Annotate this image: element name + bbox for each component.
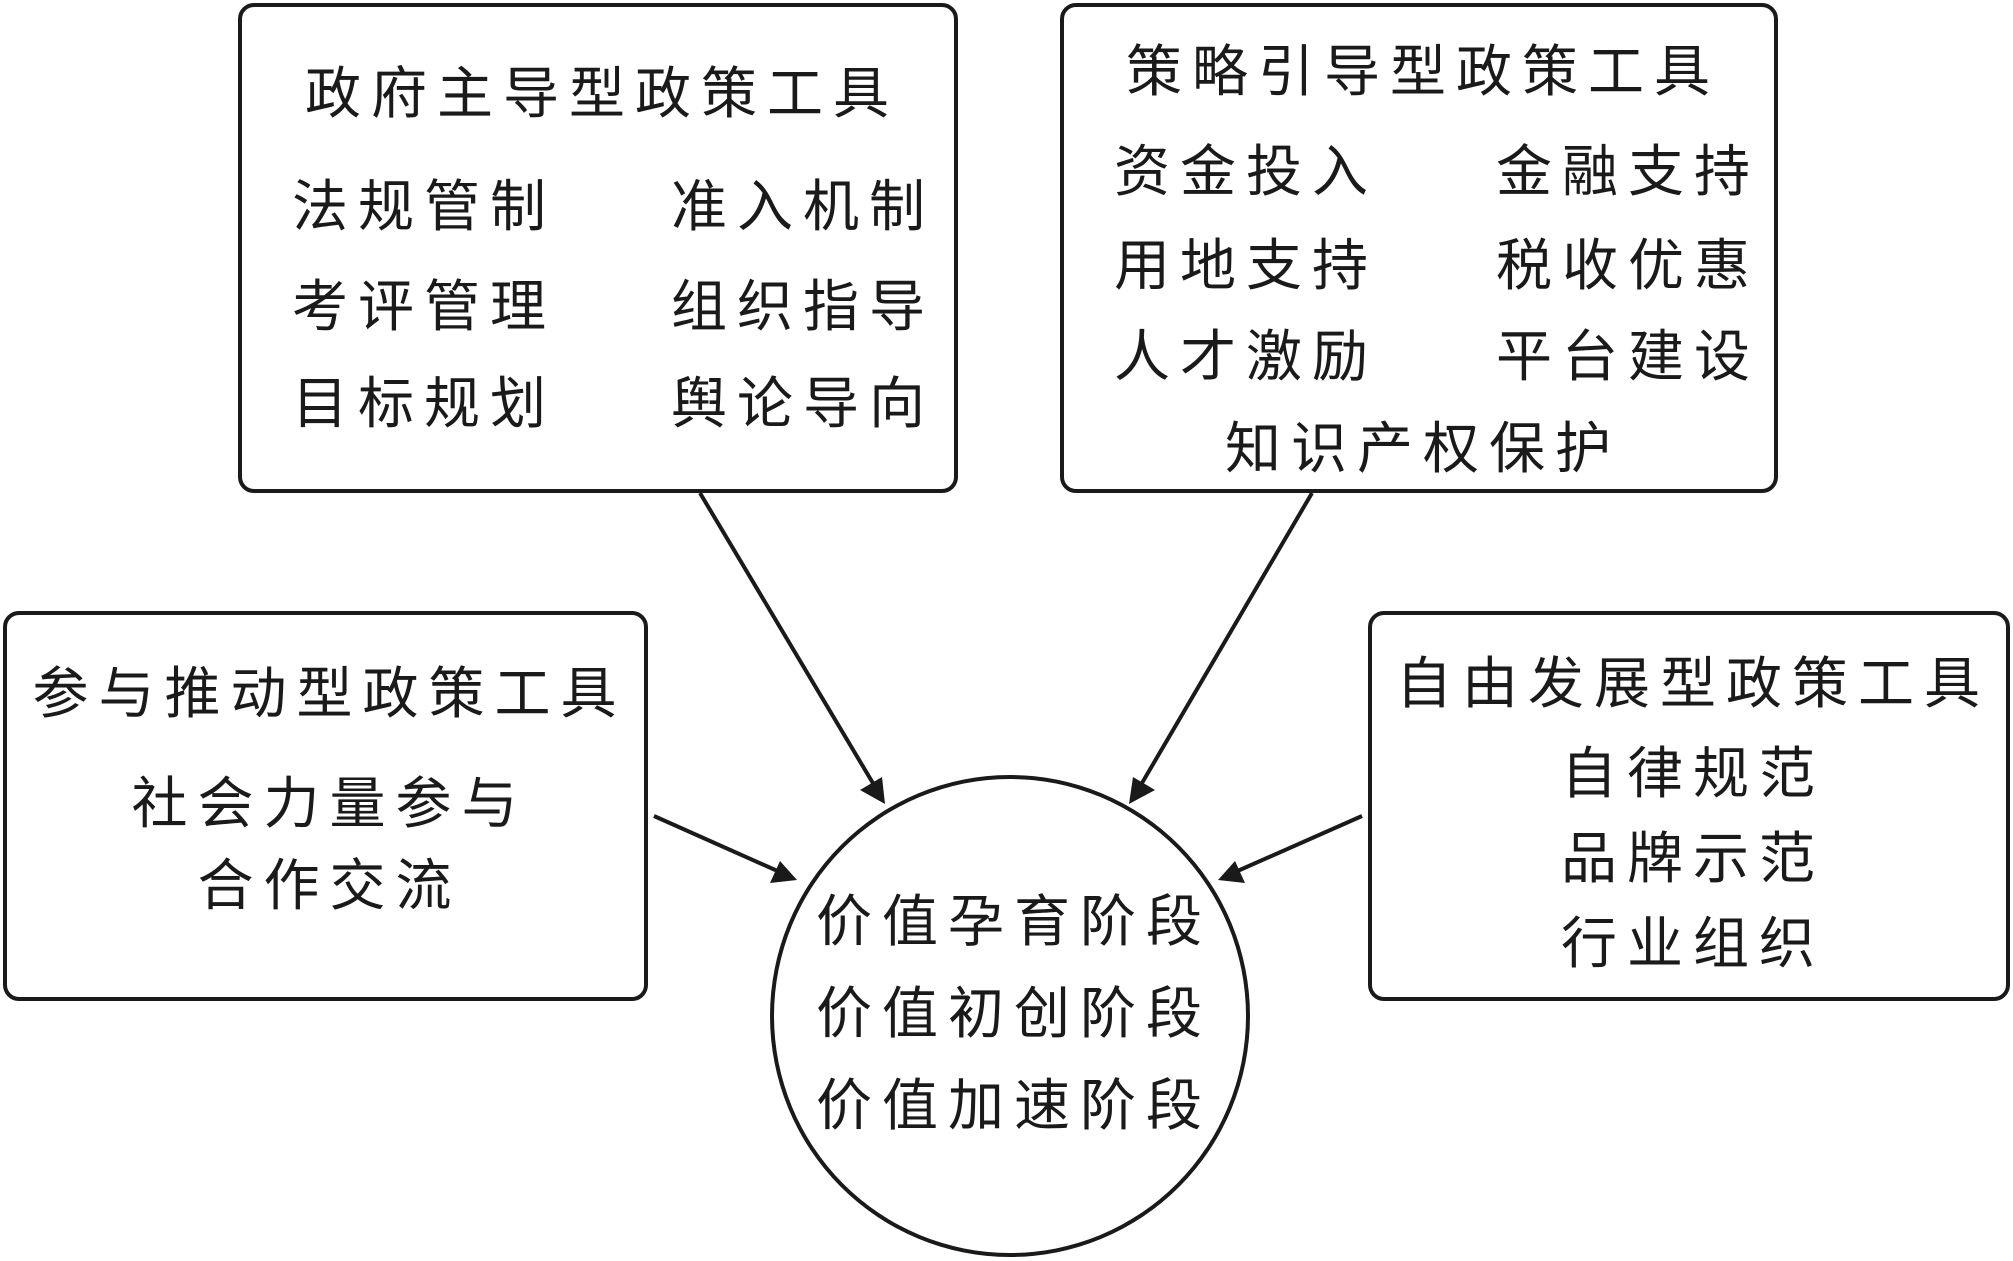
arrow-free-to-center — [1218, 814, 1363, 883]
arrow-participation-to-center — [653, 814, 797, 883]
government-led-box: 政府主导型政策工具 法规管制 准入机制 考评管理 组织指导 目标规划 舆论导向 — [238, 3, 958, 493]
participation-driven-title: 参与推动型政策工具 — [32, 662, 627, 727]
strategy-guided-title: 策略引导型政策工具 — [1126, 40, 1720, 105]
strategy-item-2: 金融支持 — [1496, 140, 1760, 205]
strategy-item-4: 税收优惠 — [1496, 234, 1760, 299]
strategy-item-5: 人才激励 — [1114, 325, 1378, 390]
stage-2: 价值初创阶段 — [816, 982, 1212, 1047]
strategy-item-3: 用地支持 — [1114, 234, 1378, 299]
government-item-4: 组织指导 — [671, 275, 935, 340]
stage-1: 价值孕育阶段 — [816, 890, 1212, 955]
government-item-3: 考评管理 — [292, 275, 556, 340]
government-item-2: 准入机制 — [671, 175, 935, 240]
free-item-2: 品牌示范 — [1561, 827, 1825, 892]
free-development-title: 自由发展型政策工具 — [1396, 652, 1990, 717]
value-stages-circle: 价值孕育阶段 价值初创阶段 价值加速阶段 — [770, 775, 1250, 1257]
government-item-5: 目标规划 — [292, 372, 556, 437]
free-item-1: 自律规范 — [1561, 742, 1825, 807]
free-item-3: 行业组织 — [1561, 912, 1825, 977]
government-item-1: 法规管制 — [292, 175, 556, 240]
arrow-government-to-center — [698, 491, 885, 804]
government-led-title: 政府主导型政策工具 — [305, 62, 899, 127]
government-item-6: 舆论导向 — [671, 372, 935, 437]
arrow-strategy-to-center — [1129, 491, 1314, 804]
strategy-guided-box: 策略引导型政策工具 资金投入 金融支持 用地支持 税收优惠 人才激励 平台建设 … — [1060, 3, 1778, 493]
strategy-item-6: 平台建设 — [1496, 325, 1760, 390]
stage-3: 价值加速阶段 — [816, 1074, 1212, 1139]
participation-item-2: 合作交流 — [197, 854, 462, 919]
participation-item-1: 社会力量参与 — [131, 772, 528, 837]
free-development-box: 自由发展型政策工具 自律规范 品牌示范 行业组织 — [1368, 611, 2010, 1001]
strategy-item-7: 知识产权保护 — [1225, 417, 1621, 482]
strategy-item-1: 资金投入 — [1114, 140, 1378, 205]
participation-driven-box: 参与推动型政策工具 社会力量参与 合作交流 — [3, 611, 648, 1001]
